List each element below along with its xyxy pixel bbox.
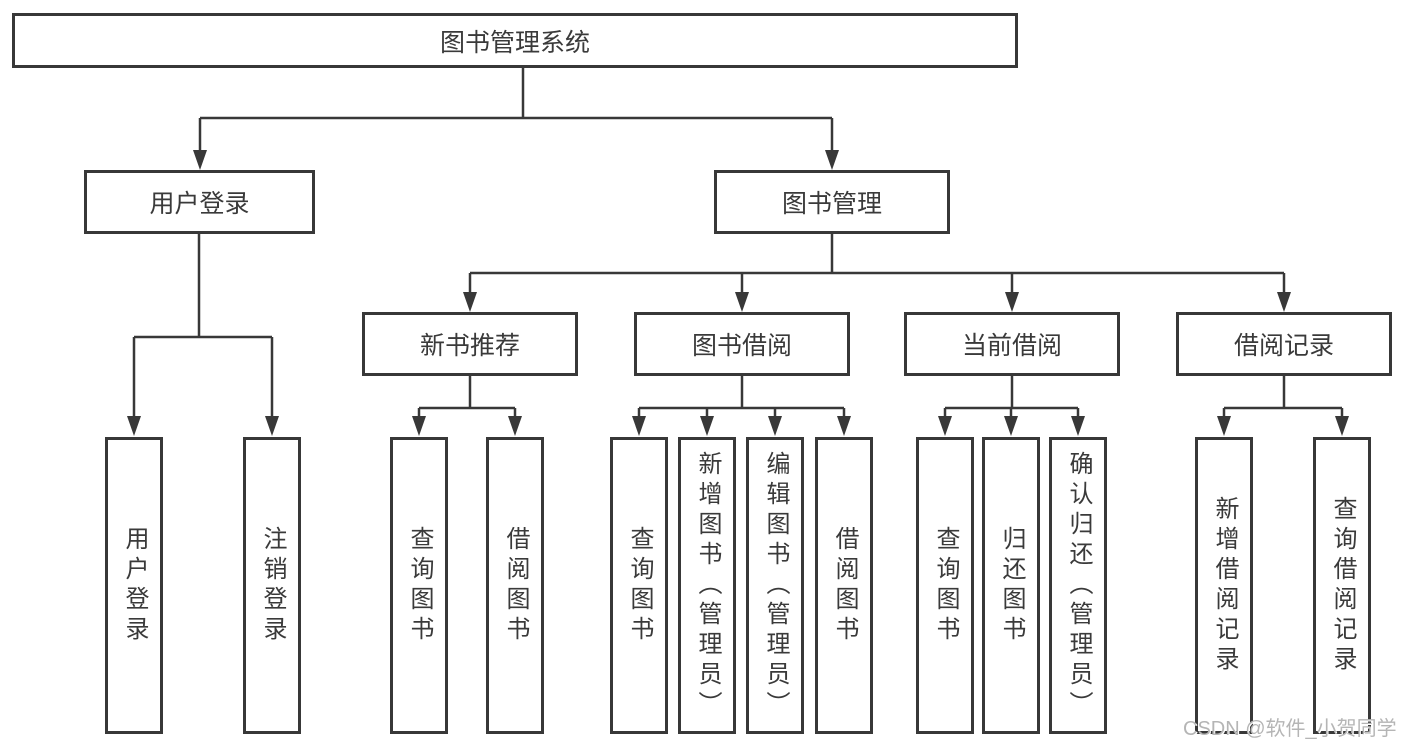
leaf-user-login: 用户登录	[105, 437, 163, 734]
node-book-management: 图书管理	[714, 170, 950, 234]
node-new-book-recommend: 新书推荐	[362, 312, 578, 376]
leaf-recommend-query-books: 查询图书	[390, 437, 448, 734]
arrowhead-icons	[127, 150, 1349, 436]
node-borrow-records: 借阅记录	[1176, 312, 1392, 376]
leaf-borrow-borrow-books: 借阅图书	[815, 437, 873, 734]
leaf-recommend-borrow-books: 借阅图书	[486, 437, 544, 734]
leaf-borrow-add-books-admin: 新增图书（管理员）	[678, 437, 736, 734]
leaf-current-return-books: 归还图书	[982, 437, 1040, 734]
leaf-current-confirm-return-admin: 确认归还（管理员）	[1049, 437, 1107, 734]
leaf-records-query-record: 查询借阅记录	[1313, 437, 1371, 734]
leaf-records-add-record: 新增借阅记录	[1195, 437, 1253, 734]
node-user-login: 用户登录	[84, 170, 315, 234]
leaf-current-query-books: 查询图书	[916, 437, 974, 734]
csdn-watermark: CSDN @软件_小贺同学	[1183, 718, 1397, 740]
node-root-system: 图书管理系统	[12, 13, 1018, 68]
leaf-borrow-edit-books-admin: 编辑图书（管理员）	[746, 437, 804, 734]
leaf-logout: 注销登录	[243, 437, 301, 734]
node-current-borrow: 当前借阅	[904, 312, 1120, 376]
leaf-borrow-query-books: 查询图书	[610, 437, 668, 734]
node-book-borrow: 图书借阅	[634, 312, 850, 376]
